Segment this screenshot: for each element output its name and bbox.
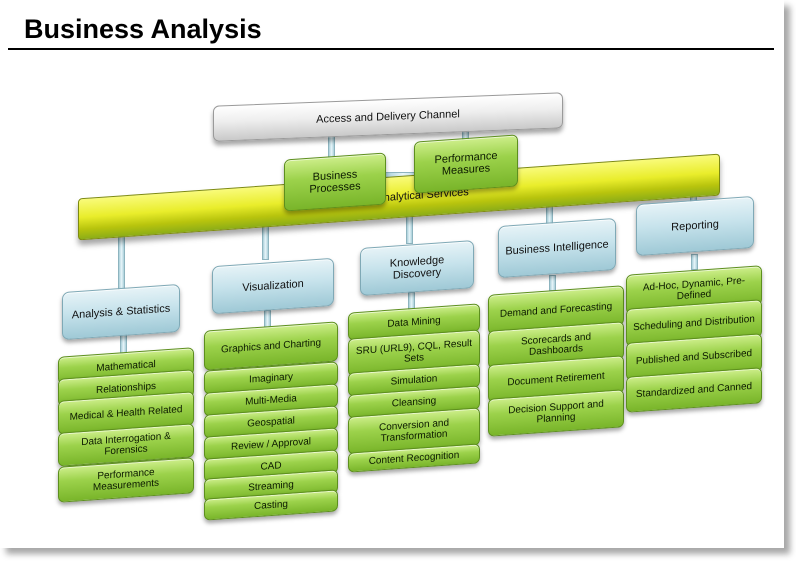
item-label: Imaginary	[249, 370, 293, 386]
access-delivery-channel-label: Access and Delivery Channel	[316, 108, 460, 126]
reporting-label: Reporting	[671, 218, 719, 234]
business-processes-box: Business Processes	[284, 152, 386, 212]
item-label: Data Interrogation & Forensics	[81, 430, 171, 458]
connector-services-col1	[118, 236, 125, 290]
page-title: Business Analysis	[24, 14, 262, 44]
item-label: Medical & Health Related	[69, 403, 183, 423]
item-label: CAD	[260, 459, 282, 473]
item-label: Decision Support and Planning	[508, 398, 604, 426]
list-item: Decision Support and Planning	[488, 389, 624, 437]
item-label: Content Recognition	[368, 449, 460, 467]
performance-measures-label: Performance Measures	[434, 149, 498, 178]
item-label: Scorecards and Dashboards	[520, 331, 592, 358]
knowledge-discovery-label: Knowledge Discovery	[389, 254, 445, 282]
title-rule	[8, 48, 774, 50]
analysis-statistics-header: Analysis & Statistics	[62, 283, 180, 341]
item-label: SRU (URL9), CQL, Result Sets	[355, 337, 473, 365]
item-label: Performance Measurements	[92, 466, 160, 494]
connector-col5-items	[691, 254, 698, 270]
item-label: Data Mining	[387, 314, 441, 330]
connector-col4-items	[549, 275, 556, 291]
knowledge-discovery-header: Knowledge Discovery	[360, 240, 474, 296]
item-label: Cleansing	[391, 394, 437, 410]
item-label: Conversion and Transformation	[378, 417, 450, 445]
item-label: Relationships	[95, 380, 157, 396]
business-processes-label: Business Processes	[309, 168, 361, 196]
item-label: Simulation	[390, 372, 438, 388]
connector-services-col2	[262, 224, 269, 260]
item-label: Review / Approval	[230, 435, 312, 453]
item-label: Standardized and Canned	[635, 380, 753, 400]
reporting-header: Reporting	[636, 195, 754, 257]
business-intelligence-header: Business Intelligence	[498, 217, 616, 279]
item-label: Published and Subscribed	[635, 347, 753, 367]
item-label: Streaming	[248, 478, 294, 494]
item-label: Mathematical	[96, 358, 156, 374]
analysis-statistics-label: Analysis & Statistics	[71, 302, 171, 322]
item-label: Graphics and Charting	[220, 337, 322, 355]
item-label: Multi-Media	[245, 392, 297, 408]
diagram-frame: Business Analysis Access and Delivery Ch…	[8, 14, 774, 521]
item-label: Document Retirement	[507, 370, 605, 388]
business-analytical-services-bar: Business Analytical Services	[78, 153, 720, 241]
visualization-header: Visualization	[212, 257, 334, 315]
business-intelligence-label: Business Intelligence	[505, 238, 609, 258]
item-label: Scheduling and Distribution	[633, 313, 755, 333]
visualization-label: Visualization	[242, 277, 304, 295]
performance-measures-box: Performance Measures	[414, 134, 518, 194]
item-label: Casting	[254, 498, 288, 512]
item-label: Geospatial	[247, 414, 295, 430]
item-label: Demand and Forecasting	[499, 300, 613, 320]
